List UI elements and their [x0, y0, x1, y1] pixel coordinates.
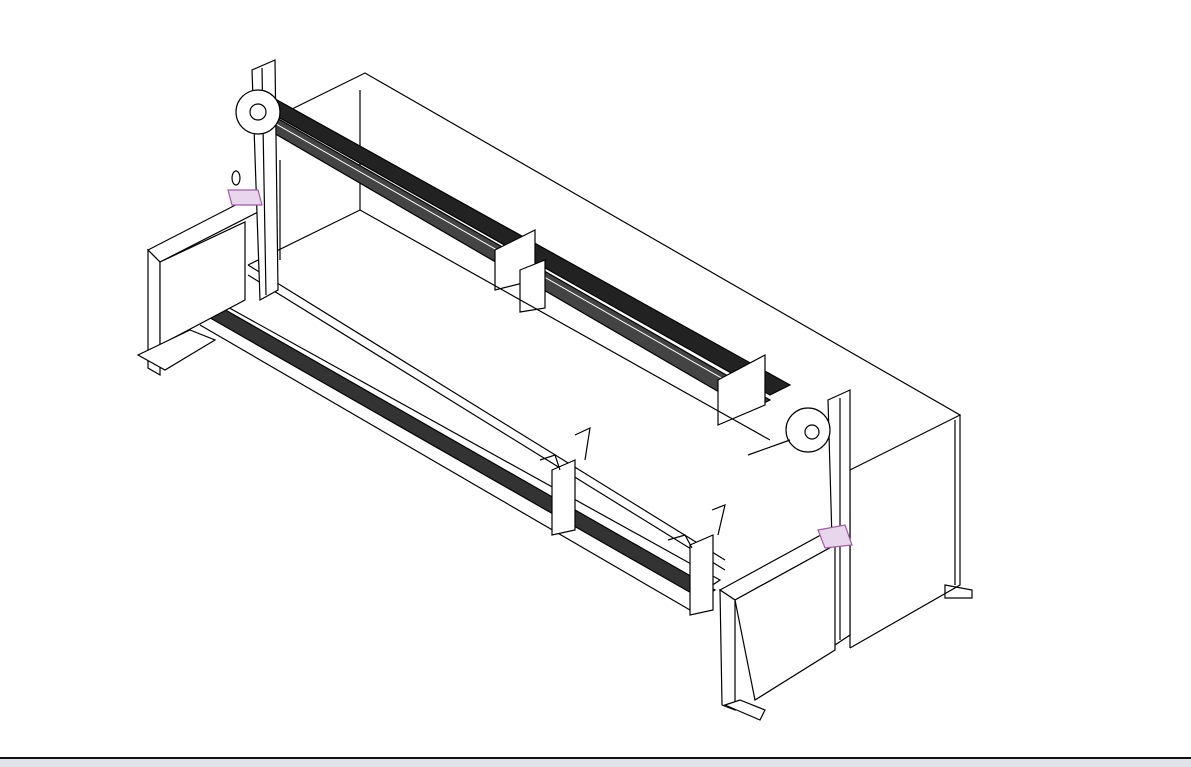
right-frame	[718, 389, 853, 721]
beam-carriage-2	[717, 354, 766, 426]
roll-support-2	[667, 504, 726, 616]
left-frame	[136, 59, 281, 377]
beam-carriage-1	[494, 229, 546, 313]
status-bar	[0, 757, 1191, 767]
lower-rail	[198, 299, 722, 611]
roll-support-1	[539, 426, 591, 536]
table-inner	[247, 209, 771, 571]
